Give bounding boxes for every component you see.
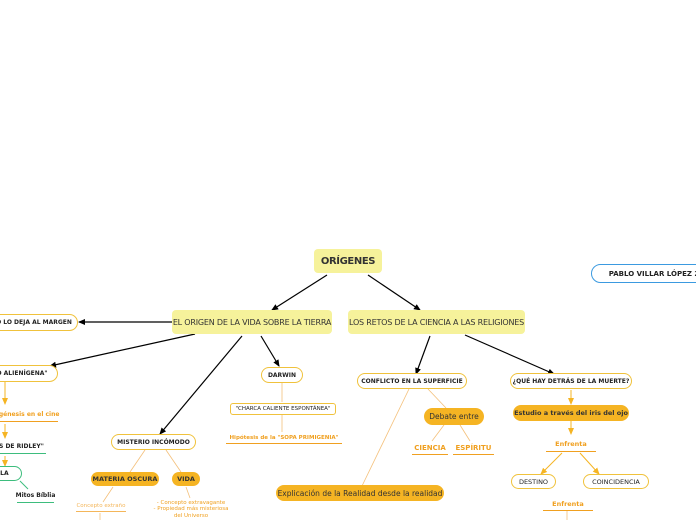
node-ridley[interactable]: US DE RIDLEY" (0, 440, 46, 454)
node-margen[interactable]: O LO DEJA AL MARGEN (0, 314, 78, 331)
edge-vida-notes (185, 486, 191, 499)
node-alienigena[interactable]: MO ALIENÍGENA" (0, 365, 58, 382)
node-vida-notes[interactable]: - Concepto extravagante - Propiedad más … (146, 499, 236, 520)
edge-debate-ciencia (431, 424, 445, 442)
node-ciencia[interactable]: CIENCIA (412, 441, 448, 455)
node-conflicto[interactable]: CONFLICTO EN LA SUPERFICIE (357, 373, 467, 389)
edge-retos-conflicto (415, 335, 431, 375)
node-charca[interactable]: "CHARCA CALIENTE ESPONTÁNEA" (230, 403, 336, 415)
edge-origen-darwin (260, 335, 280, 367)
author-node[interactable]: PABLO VILLAR LÓPEZ 2 (591, 264, 696, 283)
node-vida[interactable]: VIDA (172, 472, 200, 486)
edge-enfrenta-destino (540, 452, 563, 475)
node-que-hay-detras[interactable]: ¿QUÉ HAY DETRÁS DE LA MUERTE? (510, 373, 632, 389)
edge-enfrenta-coincidencia (579, 452, 600, 475)
branch-origen-vida[interactable]: EL ORIGEN DE LA VIDA SOBRE LA TIERRA (172, 310, 332, 334)
node-hipotesis[interactable]: Hipótesis de la "SOPA PRIMIGENIA" (226, 432, 342, 444)
edge-misterio-materia (129, 449, 146, 473)
edge-conflicto-debate (427, 388, 447, 409)
edge-root-origen (271, 274, 328, 311)
node-concepto-extrano[interactable]: Concepto extraño (76, 500, 126, 512)
node-misterio-incomodo[interactable]: MISTERIO INCÓMODO (111, 434, 196, 450)
edge-materia-concepto (102, 486, 114, 503)
edge-retos-muerte (464, 334, 555, 375)
node-espiritu[interactable]: ESPÍRITU (453, 441, 494, 455)
node-estudio-iris[interactable]: Estudio a través del iris del ojo (513, 405, 629, 421)
node-debate-entre[interactable]: Debate entre (424, 408, 484, 425)
edge-misterio-vida (165, 449, 182, 473)
edge-mezcla-mitos (19, 480, 29, 490)
vida-note-line: - Concepto extravagante (156, 499, 226, 506)
node-mitos[interactable]: Mitos Bíblia (16, 489, 55, 503)
edge-root-retos (367, 274, 421, 311)
node-coincidencia[interactable]: COINCIDENCIA (583, 474, 649, 489)
edge-origen-alienigena (49, 333, 196, 368)
edge-conflicto-explicacion (361, 388, 410, 487)
vida-note-line: del Universo (173, 512, 209, 519)
node-materia-oscura[interactable]: MATERIA OSCURA (91, 472, 159, 486)
edge-origen-misterio (159, 335, 243, 435)
node-enfrenta[interactable]: Enfrenta (546, 437, 596, 452)
edge-debate-espiritu (459, 424, 471, 442)
node-explicacion[interactable]: Explicación de la Realidad desde la real… (276, 485, 444, 501)
node-destino[interactable]: DESTINO (511, 474, 556, 489)
node-panspermia[interactable]: ngénesis en el cine (0, 408, 59, 422)
node-darwin[interactable]: DARWIN (261, 367, 303, 383)
branch-retos-ciencia[interactable]: LOS RETOS DE LA CIENCIA A LAS RELIGIONES (348, 310, 525, 334)
node-enfrenta-2[interactable]: Enfrenta (543, 497, 593, 511)
root-node[interactable]: ORÍGENES (314, 249, 382, 273)
node-mezcla[interactable]: ZCLA (0, 466, 22, 481)
vida-note-line: - Propiedad más misteriosa (153, 506, 229, 513)
